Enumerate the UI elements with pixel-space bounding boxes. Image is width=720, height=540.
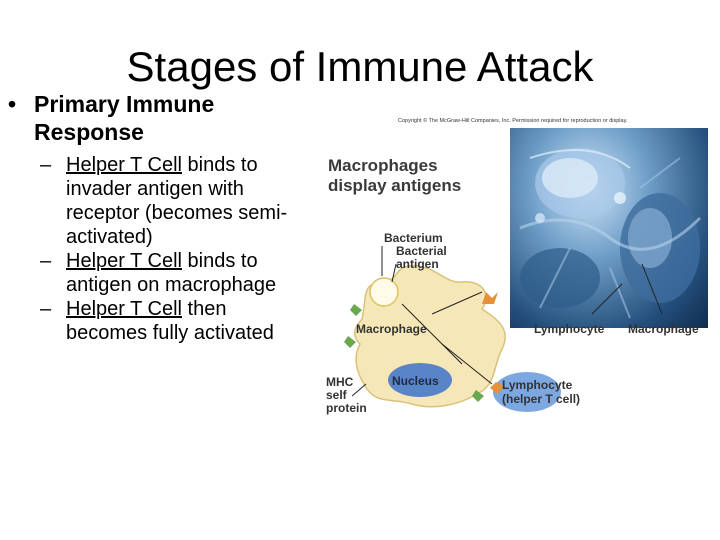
macrophage-diagram [344,246,663,412]
sub-bullet-3: – Helper T Cell then becomes fully activ… [40,297,310,345]
mhc-line1: MHC [326,375,354,389]
nucleus-shape [388,363,452,397]
mhc-line3: protein [326,401,367,415]
copyright-notice: Copyright © The McGraw-Hill Companies, I… [398,118,628,124]
figure-heading: Macrophages display antigens [328,156,461,196]
antigen-marker [490,382,504,394]
sub-bullet-1: – Helper T Cell binds to invader antigen… [40,153,310,249]
sub-bullet-underlined: Helper T Cell [66,298,182,320]
macrophage-figure: Copyright © The McGraw-Hill Companies, I… [322,114,720,424]
lymphocyte-shape [493,372,561,412]
sub-bullet-underlined: Helper T Cell [66,250,182,272]
micrograph-texture [519,148,702,319]
bullet-dot: • [8,91,17,117]
lymphocyte-line2: (helper T cell) [502,392,581,406]
bacterial-antigen-line2: antigen [396,257,439,271]
antigen-marker [482,292,498,304]
sub-bullet-dash: – [40,298,52,320]
figure-heading-line1: Macrophages [328,156,438,175]
sub-bullet-list: – Helper T Cell binds to invader antigen… [40,153,310,345]
micrograph-image [510,128,708,328]
mhc-marker [472,390,484,402]
micrograph-lymphocyte-label: Lymphocyte [534,322,605,336]
mhc-line2: self [326,388,347,402]
mhc-marker [344,336,356,348]
mhc-label: MHC self protein [326,376,367,415]
sub-bullet-2: – Helper T Cell binds to antigen on macr… [40,249,310,297]
sub-bullet-text: then becomes fully activated [66,298,274,344]
bacterial-antigen-label: Bacterial antigen [396,245,447,271]
figure-heading-line2: display antigens [328,176,462,195]
sub-bullet-dash: – [40,250,52,272]
sub-bullet-text: binds to antigen on macrophage [66,250,277,296]
nucleus-label: Nucleus [392,374,439,388]
bacterium-label: Bacterium [384,231,443,245]
sub-bullet-text: binds to invader antigen with receptor (… [66,154,288,248]
lymphocyte-label: Lymphocyte (helper T cell) [502,378,580,406]
mhc-marker [350,304,362,316]
primary-bullet-text: Primary Immune Response [34,91,215,145]
bacterial-antigen-line1: Bacterial [396,244,447,258]
primary-bullet: • Primary Immune Response [8,90,308,146]
sub-bullet-underlined: Helper T Cell [66,154,182,176]
sub-bullet-dash: – [40,154,52,176]
lymphocyte-line1: Lymphocyte [502,378,573,392]
macrophage-label: Macrophage [356,322,427,336]
slide-title: Stages of Immune Attack [126,43,594,90]
bacterium-shape [369,277,399,307]
micrograph-macrophage-label: Macrophage [628,322,699,336]
